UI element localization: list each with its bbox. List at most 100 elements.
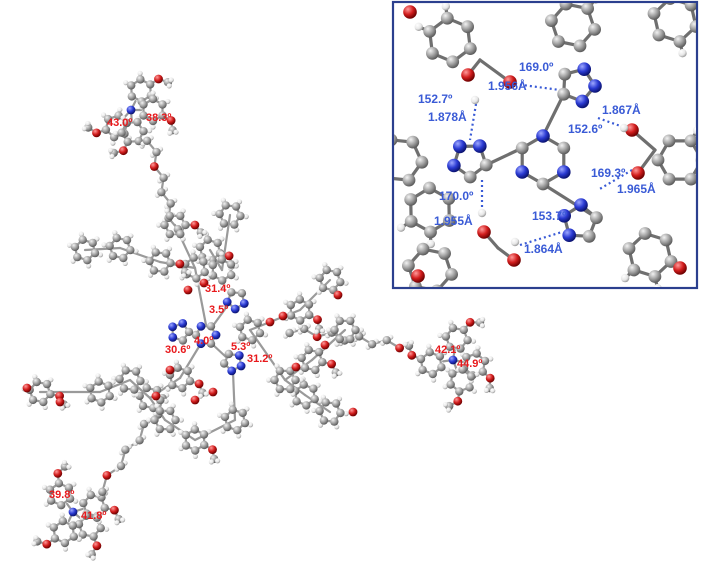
hydrogen-atom <box>402 341 408 347</box>
carbon-atom <box>627 263 641 277</box>
bond <box>378 158 387 178</box>
carbon-atom <box>159 173 168 182</box>
inset-panel: 169.0º 1.956Å 152.7º 1.878Å 1.867Å 152.6… <box>366 0 699 299</box>
nitrogen-atom <box>178 319 188 328</box>
carbon-atom <box>215 209 224 219</box>
carbon-atom <box>139 419 149 429</box>
hydrogen-atom <box>266 377 272 383</box>
hydrogen-atom <box>186 269 192 275</box>
carbon-atom <box>402 259 415 272</box>
carbon-atom <box>112 233 121 243</box>
hydrogen-atom <box>190 249 196 255</box>
oxygen-atom <box>199 278 209 288</box>
angle-label: 5.3º <box>231 341 250 353</box>
oxygen-atom <box>92 541 102 551</box>
carbon-atom <box>651 153 665 167</box>
oxygen-atom <box>119 146 128 156</box>
carbon-atom <box>189 253 198 262</box>
hydrogen-atom <box>147 128 153 134</box>
carbon-atom <box>119 253 128 263</box>
bond <box>366 157 378 158</box>
nitrogen-atom <box>562 228 576 242</box>
carbon-atom <box>178 384 187 393</box>
hydrogen-atom <box>191 242 198 248</box>
nitrogen-atom <box>227 366 237 376</box>
carbon-atom <box>191 446 200 455</box>
oxygen-atom <box>208 387 218 397</box>
hbond-distance-label: 1.878Å <box>428 109 467 124</box>
carbon-atom <box>318 283 328 293</box>
carbon-atom <box>217 255 226 264</box>
carbon-atom <box>659 233 673 247</box>
hydrogen-atom <box>120 115 126 121</box>
carbon-atom <box>115 374 124 384</box>
hydrogen-atom <box>475 345 481 351</box>
carbon-atom <box>228 405 237 414</box>
carbon-atom <box>98 487 107 496</box>
nitrogen-atom <box>230 304 240 314</box>
hydrogen-atom <box>167 130 173 136</box>
carbon-atom <box>90 248 100 258</box>
hydrogen-atom <box>143 379 149 385</box>
hydrogen-atom <box>41 484 48 490</box>
angle-label: 31.2º <box>247 353 272 365</box>
nitrogen-atom <box>577 62 591 76</box>
carbon-atom <box>183 366 192 376</box>
hydrogen-atom <box>31 541 37 547</box>
hydrogen-atom <box>442 384 448 390</box>
carbon-atom <box>191 330 201 340</box>
hydrogen-atom <box>396 223 406 232</box>
carbon-atom <box>235 322 245 332</box>
carbon-atom <box>87 394 96 403</box>
oxygen-atom <box>224 251 234 261</box>
carbon-atom <box>122 118 131 128</box>
nitrogen-atom <box>473 139 487 153</box>
hydrogen-atom <box>114 520 120 526</box>
carbon-atom <box>437 363 446 372</box>
carbon-atom <box>638 227 652 240</box>
carbon-atom <box>275 384 284 394</box>
hydrogen-atom <box>415 371 421 377</box>
hydrogen-atom <box>97 252 104 258</box>
bond <box>210 303 230 329</box>
angle-label: 39.8º <box>49 489 74 501</box>
carbon-atom <box>200 440 209 450</box>
carbon-atom <box>86 490 96 500</box>
carbon-atom <box>684 172 696 186</box>
carbon-atom <box>381 172 394 185</box>
carbon-atom <box>65 494 75 503</box>
carbon-atom <box>160 267 169 276</box>
carbon-atom <box>131 367 141 376</box>
carbon-atom <box>121 366 130 375</box>
carbon-atom <box>155 406 164 416</box>
hydrogen-atom <box>471 388 477 394</box>
hydrogen-atom <box>445 367 451 373</box>
nitrogen-atom <box>536 129 550 143</box>
carbon-atom <box>168 380 177 390</box>
hydrogen-atom <box>110 140 116 146</box>
angle-label: 44.9º <box>457 358 482 370</box>
hydrogen-atom <box>653 284 662 287</box>
carbon-atom <box>424 225 437 239</box>
carbon-atom <box>467 372 476 381</box>
carbon-atom <box>238 332 247 342</box>
carbon-atom <box>78 530 87 539</box>
nitrogen-atom <box>222 297 232 307</box>
carbon-atom <box>302 401 311 410</box>
hydrogen-atom <box>146 417 152 423</box>
oxygen-atom <box>165 365 175 375</box>
hbond-angle-label: 152.7º <box>418 92 453 106</box>
carbon-atom <box>158 100 167 109</box>
hydrogen-atom <box>293 354 299 360</box>
hydrogen-atom <box>408 339 414 346</box>
carbon-atom <box>336 408 345 418</box>
oxygen-atom <box>333 290 343 300</box>
carbon-atom <box>315 406 324 416</box>
hydrogen-atom <box>403 291 411 299</box>
oxygen-atom <box>625 123 639 137</box>
carbon-atom <box>127 92 136 101</box>
hbond-angle-label: 169.3º <box>591 166 626 180</box>
carbon-atom <box>415 155 429 169</box>
hydrogen-atom <box>441 3 450 11</box>
